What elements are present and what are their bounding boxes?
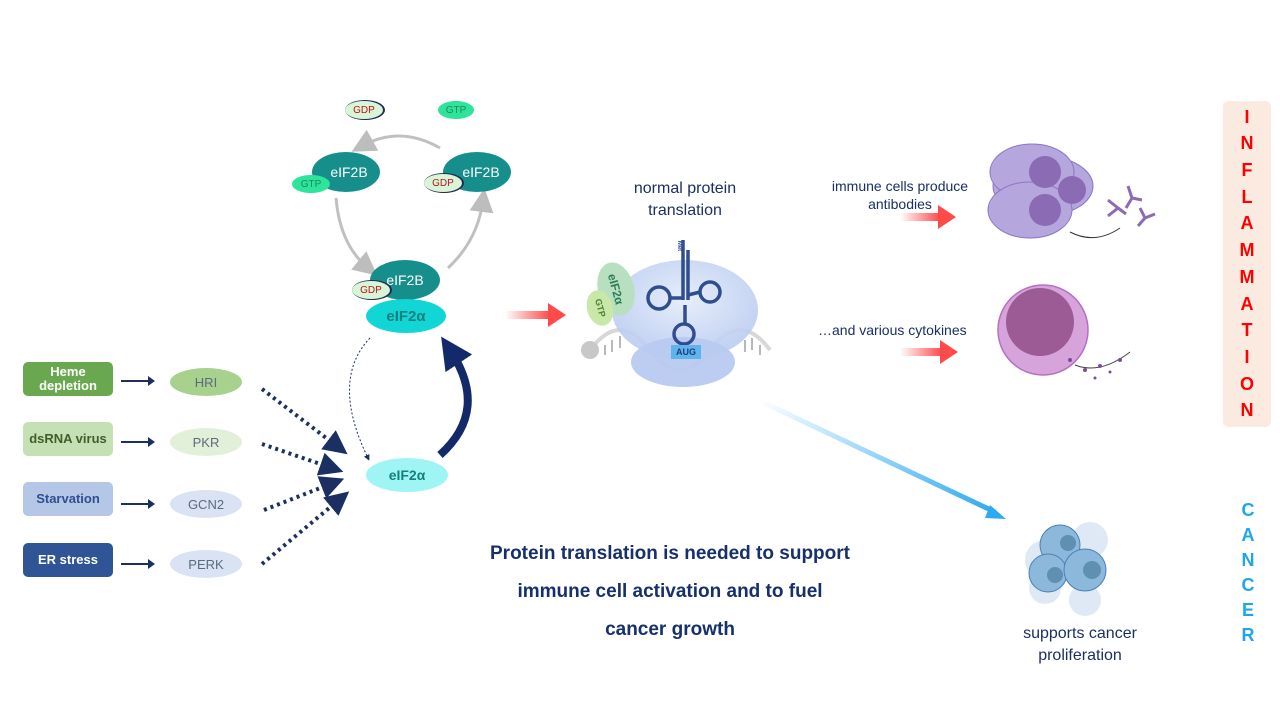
inflammation-letter: A — [1240, 293, 1254, 314]
cancer-text: supports cancer proliferation — [995, 623, 1165, 667]
eif2a-phosphorylated: eIF2α — [366, 458, 448, 492]
eif2b-label: eIF2B — [386, 272, 424, 288]
eif2b-label: eIF2B — [330, 164, 368, 180]
kinase-label: GCN2 — [187, 496, 225, 512]
met-label: Met — [676, 240, 683, 252]
cycle-arrow-top — [351, 129, 441, 152]
aug-codon: AUG — [671, 345, 701, 359]
eif2b-bottom: eIF2B — [370, 260, 440, 300]
inflammation-letter: I — [1244, 346, 1250, 367]
gdp-complex-badge: GDP — [352, 281, 390, 299]
kinase-label: HRI — [194, 374, 218, 390]
arrow-icon — [121, 499, 155, 509]
gdp-label: GDP — [432, 177, 454, 189]
summary-text: Protein translation is needed to support… — [440, 535, 900, 649]
cancer-line1: supports cancer — [1023, 625, 1137, 642]
gtp-label: GTP — [300, 178, 322, 190]
kinase-gcn2: GCN2 — [170, 490, 242, 518]
stimulus-dsrna-virus: dsRNA virus — [23, 422, 113, 456]
inflammation-letter: M — [1239, 266, 1255, 287]
summary-line3: cancer growth — [605, 619, 735, 640]
ribosome-illustration — [581, 240, 772, 387]
cycle-arrow-left — [334, 197, 378, 276]
kinase-label: PKR — [192, 434, 220, 450]
ribosome-title-line2: translation — [648, 202, 722, 219]
kinase-pkr: PKR — [170, 428, 242, 456]
red-arrows — [505, 205, 958, 364]
cancer-arrow — [756, 397, 1006, 519]
stimulus-label: Starvation — [36, 491, 100, 506]
cancer-line2: proliferation — [1038, 647, 1122, 664]
inflammation-letter: L — [1241, 186, 1253, 207]
stimulus-heme-depletion: Heme depletion — [23, 362, 113, 396]
gdp-free-badge: GDP — [345, 101, 383, 119]
inflammation-letter: T — [1241, 320, 1253, 341]
cancer-letter: N — [1241, 550, 1255, 570]
plasma-cells-illustration — [987, 143, 1156, 239]
inflammation-letter: I — [1244, 106, 1250, 127]
reactivation-arrow — [437, 336, 473, 458]
stimulus-label: Heme depletion — [39, 364, 97, 393]
gdp-bound-badge: GDP — [424, 174, 462, 192]
eif2a-label: eIF2α — [388, 467, 426, 483]
gtp-label: GTP — [592, 297, 608, 319]
stimulus-label: ER stress — [38, 552, 98, 567]
cytokines-text: …and various cytokines — [818, 322, 967, 338]
inflammation-letter: N — [1240, 400, 1254, 421]
stimulus-label: dsRNA virus — [29, 431, 107, 446]
stimulus-er-stress: ER stress — [23, 543, 113, 577]
cancer-letter: C — [1241, 500, 1255, 520]
inflammation-letter: F — [1241, 160, 1253, 181]
antibodies-line1: immune cells produce — [831, 178, 969, 194]
gtp-free-badge: GTP — [438, 101, 474, 119]
eif2a-label: eIF2α — [386, 307, 426, 325]
kinase-hri: HRI — [170, 368, 242, 396]
cancer-letter: R — [1241, 625, 1255, 645]
gtp-label: GTP — [445, 104, 467, 116]
arrow-icon — [121, 559, 155, 569]
cancer-letter: A — [1241, 525, 1255, 545]
arrow-icon — [121, 437, 155, 447]
inflammation-letter: N — [1240, 133, 1254, 154]
kinase-label: PERK — [188, 556, 224, 572]
antibodies-line2: antibodies — [868, 196, 932, 212]
cancer-letter: E — [1241, 600, 1254, 620]
inflammation-letter: A — [1240, 213, 1254, 234]
ribosome-title: normal protein translation — [600, 178, 770, 222]
gdp-label: GDP — [360, 284, 382, 296]
dephospho-arrow — [349, 337, 371, 461]
cancer-letter: C — [1241, 575, 1255, 595]
eif2a-complex: eIF2α — [366, 299, 446, 333]
eif2b-left: eIF2B — [312, 152, 380, 192]
macrophage-illustration — [997, 284, 1131, 380]
arrow-icon — [121, 376, 155, 386]
ribosome-title-line1: normal protein — [633, 180, 737, 197]
eif2b-label: eIF2B — [462, 164, 500, 180]
summary-line1: Protein translation is needed to support — [490, 543, 850, 564]
cancer-cells-illustration — [1025, 522, 1108, 616]
kinase-dotted-arrows — [260, 387, 350, 566]
summary-line2: immune cell activation and to fuel — [517, 581, 823, 602]
antibodies-text: immune cells produce antibodies — [815, 177, 985, 213]
eif2b-right: eIF2B — [443, 152, 511, 192]
cycle-arrow-right — [446, 188, 494, 270]
kinase-perk: PERK — [170, 550, 242, 578]
gdp-label: GDP — [353, 104, 375, 116]
gtp-bound-badge: GTP — [292, 175, 330, 193]
stimulus-starvation: Starvation — [23, 482, 113, 516]
inflammation-letter: M — [1239, 240, 1255, 261]
inflammation-letter: O — [1239, 373, 1254, 394]
